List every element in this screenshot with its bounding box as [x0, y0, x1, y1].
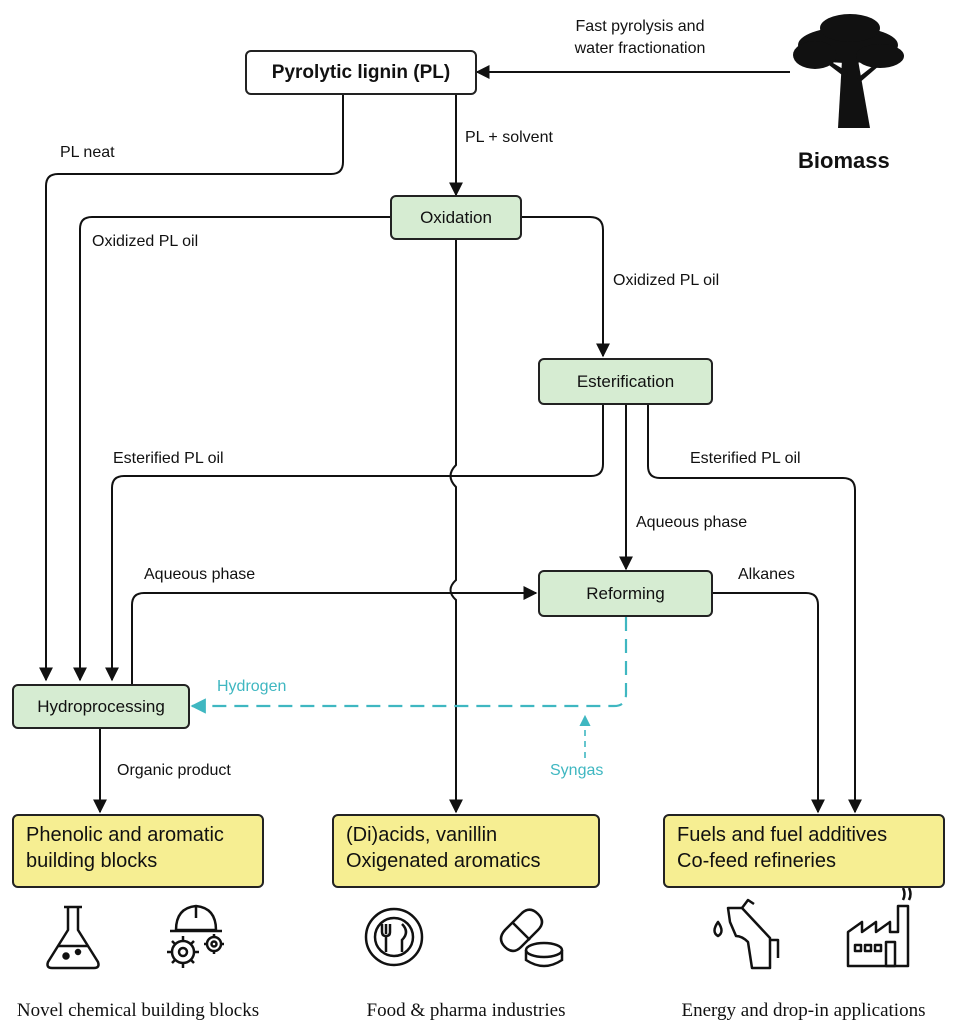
arrow-esterified-right [647, 405, 862, 814]
aqueous-phase-right-label: Aqueous phase [636, 514, 748, 531]
oxidized-oil-right-label: Oxidized PL oil [613, 272, 720, 289]
pills-icon [499, 908, 564, 968]
fast-pyrolysis-label: Fast pyrolysis and water fractionation [545, 16, 735, 60]
aqueous-phase-left-label: Aqueous phase [144, 566, 256, 583]
biomass-tree-icon [793, 14, 904, 128]
acids-output-node: (Di)acids, vanillin Oxigenated aromatics [332, 814, 600, 888]
pl-neat-label: PL neat [60, 144, 115, 161]
plate-cutlery-icon [364, 907, 424, 967]
pyrolytic-lignin-node: Pyrolytic lignin (PL) [245, 50, 477, 95]
acids-line-2: Oxigenated aromatics [346, 850, 541, 872]
esterified-oil-left-label: Esterified PL oil [113, 450, 224, 467]
esterified-oil-right-label: Esterified PL oil [690, 450, 801, 467]
phenolic-line-1: Phenolic and aromatic [26, 824, 224, 846]
arrow-pl-neat [39, 95, 344, 682]
arrow-oxidized-right [522, 216, 610, 358]
arrow-esterified-left [105, 405, 604, 682]
oxidation-label: Oxidation [420, 207, 492, 227]
pyrolytic-lignin-label: Pyrolytic lignin (PL) [271, 61, 451, 83]
reforming-node: Reforming [538, 570, 713, 617]
fuels-line-1: Fuels and fuel additives [677, 824, 888, 846]
arrow-hydrogen [190, 617, 628, 714]
fast-pyrolysis-line-1: Fast pyrolysis and [575, 18, 705, 35]
pl-solvent-label: PL + solvent [465, 129, 553, 146]
oxidized-oil-left-label: Oxidized PL oil [92, 233, 199, 250]
fuels-output-node: Fuels and fuel additives Co-feed refiner… [663, 814, 945, 888]
fuel-nozzle-icon [713, 898, 780, 970]
hydroprocessing-label: Hydroprocessing [37, 696, 165, 716]
arrow-alkanes [712, 592, 825, 814]
flask-icon [46, 905, 100, 970]
hydroprocessing-node: Hydroprocessing [12, 684, 190, 729]
phenolic-line-2: building blocks [26, 850, 158, 872]
oxidation-node: Oxidation [390, 195, 522, 240]
gears-helmet-icon [167, 904, 224, 968]
phenolic-output-node: Phenolic and aromatic building blocks [12, 814, 264, 888]
esterification-label: Esterification [576, 371, 675, 391]
caption-middle: Food & pharma industries [366, 1000, 566, 1021]
caption-left: Novel chemical building blocks [16, 1000, 260, 1021]
arrow-oxidized-left [73, 216, 390, 682]
esterification-node: Esterification [538, 358, 713, 405]
reforming-label: Reforming [586, 583, 665, 603]
organic-product-label: Organic product [117, 762, 231, 779]
factory-icon [846, 887, 912, 968]
biomass-label: Biomass [798, 148, 890, 173]
caption-right: Energy and drop-in applications [681, 1000, 926, 1021]
alkanes-label: Alkanes [738, 566, 795, 583]
hydrogen-label: Hydrogen [217, 678, 287, 695]
syngas-label: Syngas [550, 762, 604, 779]
fast-pyrolysis-line-2: water fractionation [574, 40, 706, 57]
arrow-oxidation-to-acids [449, 240, 463, 814]
acids-line-1: (Di)acids, vanillin [346, 824, 498, 846]
fuels-line-2: Co-feed refineries [677, 850, 836, 872]
arrow-aqueous-to-reforming-left [131, 586, 538, 684]
